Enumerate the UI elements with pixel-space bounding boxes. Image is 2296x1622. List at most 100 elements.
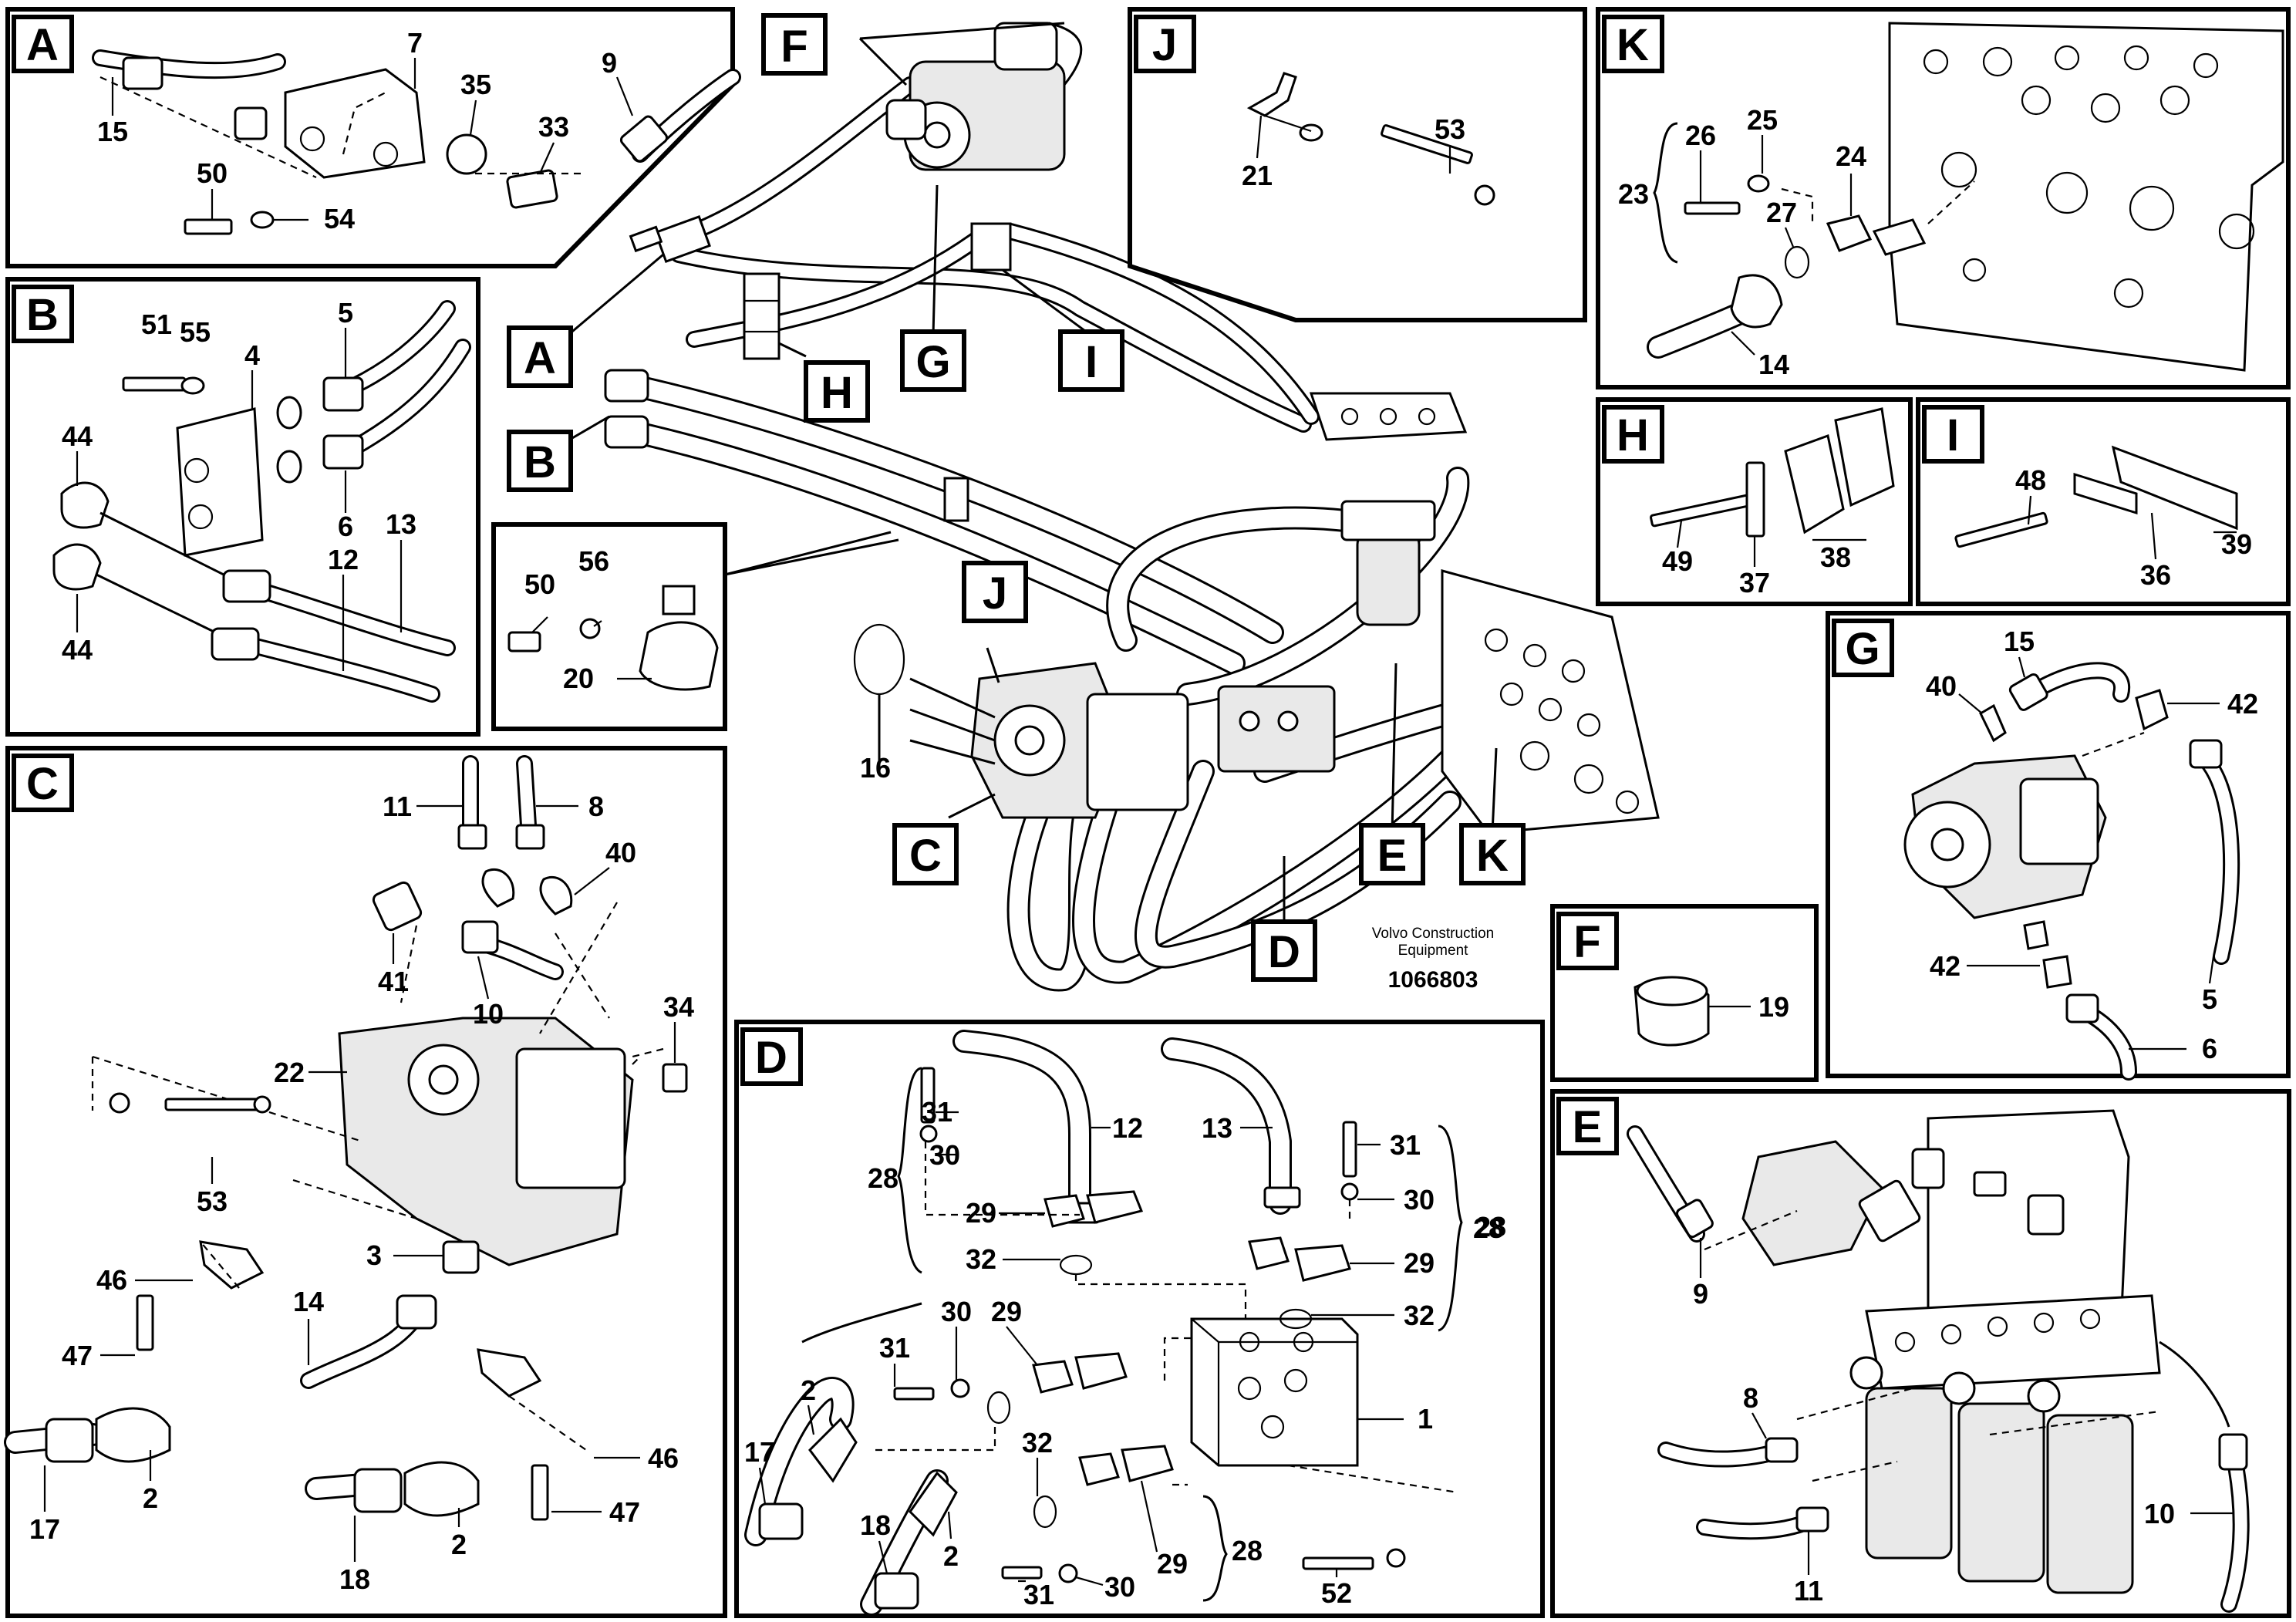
- part-label: 31: [1390, 1129, 1421, 1161]
- part-label: 20: [563, 663, 594, 694]
- part-label: 42: [2227, 688, 2258, 720]
- part-label: 32: [966, 1243, 996, 1275]
- panel-letter: H: [1617, 410, 1649, 460]
- part-label: 52: [1321, 1577, 1352, 1609]
- callout-letter: F: [781, 22, 807, 72]
- part-label: 28: [1232, 1535, 1263, 1566]
- callout-letter: D: [1268, 927, 1300, 977]
- part-label: 34: [663, 991, 694, 1023]
- part-label: 6: [338, 511, 353, 542]
- callout-letter: B: [524, 437, 556, 487]
- part-label: 35: [460, 69, 491, 100]
- part-label: 7: [407, 27, 423, 59]
- part-label: 31: [1023, 1579, 1054, 1610]
- part-label: 17: [744, 1436, 775, 1468]
- part-label: 40: [605, 837, 636, 868]
- part-label: 13: [1202, 1112, 1232, 1144]
- part-label: 2: [451, 1529, 467, 1560]
- part-label: 9: [602, 47, 617, 79]
- part-label: 10: [2144, 1498, 2175, 1529]
- callout-E[interactable]: E: [1359, 823, 1425, 885]
- part-label: 55: [180, 316, 211, 348]
- part-label: 13: [386, 508, 416, 540]
- callout-D[interactable]: D: [1251, 919, 1317, 982]
- part-label: 17: [29, 1513, 60, 1545]
- callout-letter: J: [983, 568, 1007, 619]
- part-label: 10: [473, 998, 504, 1030]
- panel-letter: B: [26, 290, 59, 340]
- callout-letter: I: [1085, 337, 1097, 387]
- callout-K[interactable]: K: [1459, 823, 1526, 885]
- part-label: 15: [97, 116, 128, 147]
- part-label: 12: [1112, 1112, 1143, 1144]
- manifold-block: [1190, 1317, 1359, 1467]
- part-label: 41: [378, 966, 409, 997]
- part-label: 42: [1930, 950, 1961, 982]
- part-label: 23: [1618, 178, 1649, 210]
- part-label: 14: [293, 1286, 324, 1317]
- part-label: 28: [1473, 1212, 1504, 1244]
- callout-F[interactable]: F: [761, 13, 828, 76]
- panel-letter: F: [1573, 917, 1600, 967]
- panel-C: C: [4, 746, 727, 1618]
- part-label: 53: [197, 1185, 228, 1217]
- part-label: 39: [2221, 528, 2252, 560]
- callout-letter: E: [1377, 831, 1408, 881]
- callout-letter: H: [821, 368, 853, 418]
- part-label: 46: [96, 1264, 127, 1296]
- part-label: 48: [2015, 464, 2046, 496]
- callout-J[interactable]: J: [962, 561, 1028, 623]
- part-label: 51: [141, 309, 172, 340]
- part-label: 18: [860, 1509, 891, 1541]
- part-label: 37: [1739, 567, 1770, 599]
- part-label: 29: [1157, 1548, 1188, 1580]
- part-label: 1: [1418, 1403, 1433, 1435]
- panel-I: I 48 36 39: [1916, 397, 2291, 606]
- detail-clip: 50 56 20: [491, 522, 899, 731]
- part-label: 44: [62, 420, 93, 452]
- part-label: 14: [1758, 349, 1789, 380]
- part-label: 2: [943, 1540, 959, 1572]
- part-label: 12: [328, 544, 359, 575]
- callout-A[interactable]: A: [507, 325, 573, 388]
- part-label: 46: [648, 1442, 679, 1474]
- part-label: 56: [578, 545, 609, 577]
- panel-letter: J: [1152, 20, 1177, 70]
- block: [176, 407, 264, 557]
- main-assembly: [562, 22, 1660, 992]
- callout-I[interactable]: I: [1058, 329, 1124, 392]
- part-label: 31: [879, 1332, 910, 1364]
- part-label: 47: [609, 1496, 640, 1528]
- part-label: 32: [1022, 1427, 1053, 1458]
- callout-H[interactable]: H: [804, 360, 870, 423]
- part-label: 50: [524, 568, 555, 600]
- part-label: 8: [588, 791, 604, 822]
- part-label: 54: [324, 203, 355, 234]
- callout-letter: G: [915, 337, 950, 387]
- part-label: 24: [1836, 140, 1866, 172]
- panel-letter: K: [1617, 20, 1649, 70]
- panel-J: J 21 53: [1128, 7, 1587, 322]
- part-label: 28: [868, 1162, 899, 1194]
- part-label: 29: [966, 1197, 996, 1229]
- callout-C[interactable]: C: [892, 823, 959, 885]
- part-label: 18: [339, 1563, 370, 1595]
- part-label: 3: [366, 1239, 382, 1271]
- callout-G[interactable]: G: [900, 329, 966, 392]
- callout-B[interactable]: B: [507, 430, 573, 492]
- panel-letter: D: [755, 1033, 787, 1083]
- part-label: 29: [1404, 1247, 1435, 1279]
- part-label: 50: [197, 157, 228, 189]
- callout-letter: A: [524, 333, 556, 383]
- part-label: 27: [1766, 197, 1797, 228]
- panel-H: H 49 37 38: [1596, 397, 1913, 606]
- part-label: 19: [1758, 991, 1789, 1023]
- part-label: 44: [62, 634, 93, 666]
- part-label: 2: [801, 1374, 816, 1406]
- part-label: 29: [991, 1296, 1022, 1327]
- part-label: 47: [62, 1340, 93, 1371]
- part-label: 11: [383, 791, 412, 822]
- part-label: 30: [1104, 1571, 1135, 1603]
- part-label: 16: [860, 752, 891, 784]
